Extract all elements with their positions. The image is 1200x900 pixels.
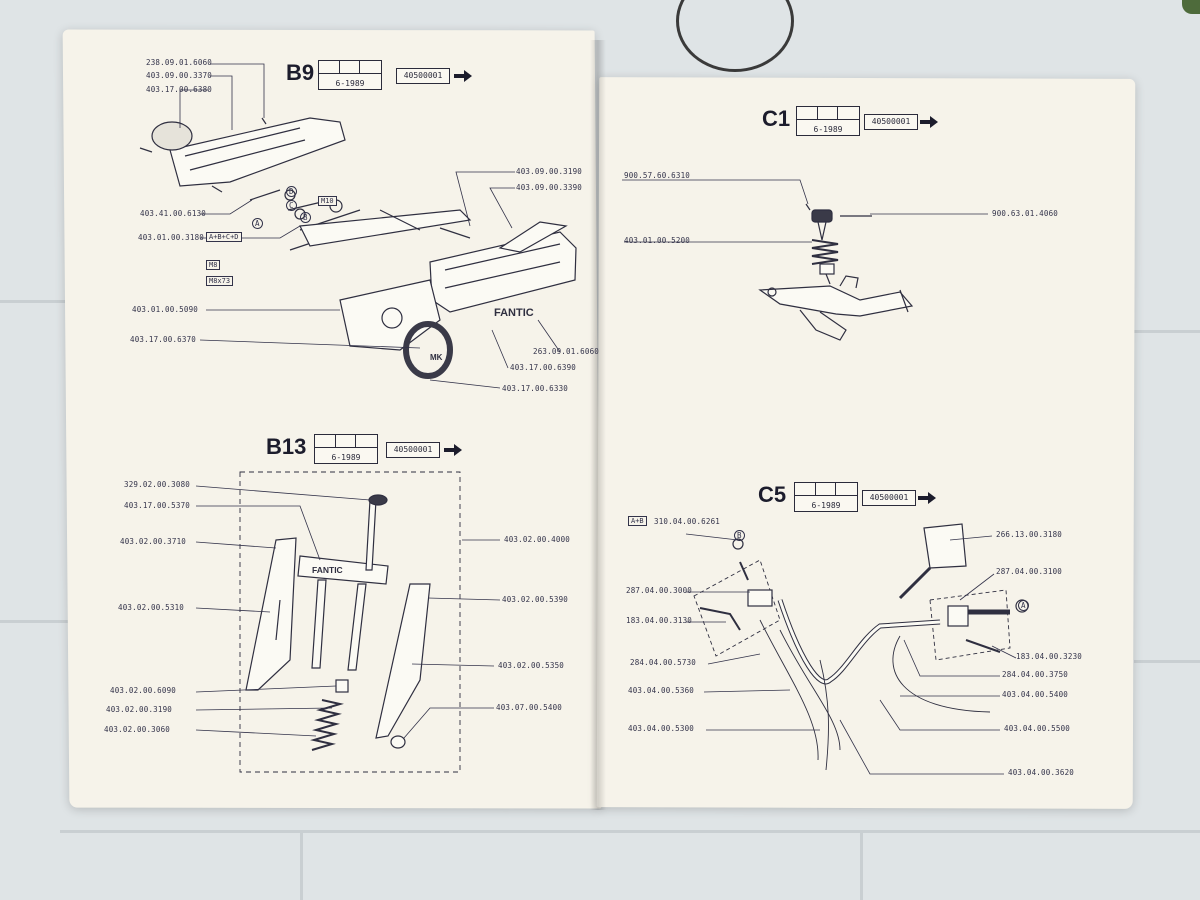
c5-part-label: 284.04.00.5730 (630, 658, 697, 667)
b13-part-label: 403.07.00.5400 (496, 703, 563, 712)
c5-date-box: 6-1989 (794, 482, 858, 512)
c1-part-label: 900.57.60.6310 (624, 171, 691, 180)
c5-serial: 40500001 (862, 490, 916, 506)
c5-part-label: 287.04.00.3100 (996, 567, 1063, 576)
b9-part-label: 403.17.00.6370 (130, 335, 197, 344)
arrow-right-icon (918, 492, 936, 504)
b9-code: B9 (286, 60, 315, 85)
c1-header: C1 6-1989 40500001 (762, 106, 962, 140)
arrow-right-icon (444, 444, 462, 456)
c5-date: 6-1989 (811, 501, 841, 510)
b13-part-label: 403.02.00.3190 (106, 705, 173, 714)
c1-part-label: 900.63.01.4060 (992, 209, 1059, 218)
b9-header: B9 6-1989 40500001 (286, 60, 486, 94)
b9-letter-marker: D (286, 186, 297, 197)
b9-part-label: 403.09.00.3390 (516, 183, 583, 192)
b13-part-label: 403.02.00.6090 (110, 686, 177, 695)
c5-header: C5 6-1989 40500001 (758, 482, 958, 516)
b9-date: 6-1989 (335, 79, 365, 88)
c5-part-label: 183.04.00.3130 (626, 616, 693, 625)
arrow-right-icon (920, 116, 938, 128)
c5-part-label: 403.04.00.5360 (628, 686, 695, 695)
b9-letter-marker: B (300, 212, 311, 223)
c5-letter-marker: A (1018, 600, 1029, 611)
b9-date-box: 6-1989 (318, 60, 382, 90)
b13-part-label: 403.02.00.4000 (504, 535, 571, 544)
b13-part-label: 403.02.00.5350 (498, 661, 565, 670)
b13-brand-text: FANTIC (312, 565, 343, 575)
c1-part-label: 403.01.00.5200 (624, 236, 691, 245)
b9-brand-short: MK (430, 353, 443, 362)
b9-variant-tag: A+B+C+D (206, 232, 242, 242)
b9-letter-marker: A (252, 218, 263, 229)
b13-code: B13 (266, 434, 307, 459)
b9-part-label: 263.09.01.6060 (533, 347, 600, 356)
b9-bolt-tag: M8 (206, 260, 221, 270)
c5-part-label: 310.04.00.6261 (654, 517, 721, 526)
b9-part-label: 403.01.00.3180 (138, 233, 205, 242)
b9-part-label: 403.09.00.3370 (146, 71, 213, 80)
plant-leaf (1182, 0, 1200, 14)
b9-serial: 40500001 (396, 68, 450, 84)
b13-date-box: 6-1989 (314, 434, 378, 464)
b13-serial: 40500001 (386, 442, 440, 458)
b9-part-label: 403.09.00.3190 (516, 167, 583, 176)
b9-part-label: 403.41.00.6130 (140, 209, 207, 218)
arrow-right-icon (454, 70, 472, 82)
c1-date: 6-1989 (813, 125, 843, 134)
c1-serial: 40500001 (864, 114, 918, 130)
b13-header: B13 6-1989 40500001 (266, 434, 466, 468)
b9-part-label: 403.17.00.6330 (502, 384, 569, 393)
b13-part-label: 403.17.00.5370 (124, 501, 191, 510)
c5-variant-tag: A+B (628, 516, 647, 526)
c5-part-label: 403.04.00.5300 (628, 724, 695, 733)
c1-code: C1 (762, 106, 791, 131)
b13-part-label: 403.02.00.5310 (118, 603, 185, 612)
b13-part-label: 403.02.00.3060 (104, 725, 171, 734)
c5-part-label: 403.04.00.5400 (1002, 690, 1069, 699)
book-gutter (590, 40, 606, 810)
b9-part-label: 403.17.00.6380 (146, 85, 213, 94)
b9-bolt-tag: M8x73 (206, 276, 234, 286)
c5-part-label: 183.04.00.3230 (1016, 652, 1083, 661)
b13-date: 6-1989 (331, 453, 361, 462)
c5-part-label: 284.04.00.3750 (1002, 670, 1069, 679)
b13-part-label: 329.02.00.3080 (124, 480, 191, 489)
b9-part-label: 403.17.00.6390 (510, 363, 577, 372)
c5-part-label: 403.04.00.5500 (1004, 724, 1071, 733)
c1-date-box: 6-1989 (796, 106, 860, 136)
b13-part-label: 403.02.00.5390 (502, 595, 569, 604)
b9-letter-marker: C (286, 200, 297, 211)
c5-part-label: 266.13.00.3180 (996, 530, 1063, 539)
b9-part-label: 403.01.00.5090 (132, 305, 199, 314)
c5-letter-marker: B (734, 530, 745, 541)
c5-part-label: 403.04.00.3620 (1008, 768, 1075, 777)
b9-part-label: 238.09.01.6060 (146, 58, 213, 67)
c5-part-label: 287.04.00.3000 (626, 586, 693, 595)
b9-bolt-tag: M10 (318, 196, 337, 206)
b9-brand-text: FANTIC (494, 307, 534, 319)
b13-part-label: 403.02.00.3710 (120, 537, 187, 546)
c5-code: C5 (758, 482, 787, 507)
